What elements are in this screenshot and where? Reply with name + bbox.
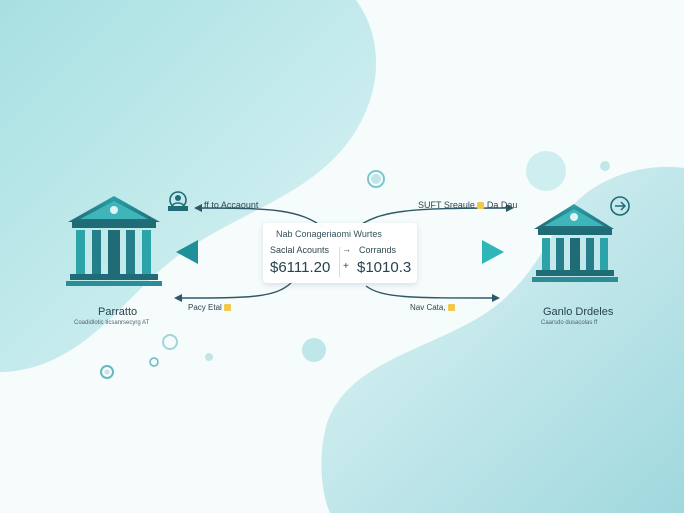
arrowhead [506, 204, 514, 212]
bubble [162, 334, 178, 350]
flow-connector [179, 281, 293, 299]
card-sign: + [343, 261, 349, 272]
card-title: Nab Conageriaomi Wurtes [276, 229, 382, 239]
transfer-card[interactable]: Nab Conageriaomi Wurtes Saclal Acounts →… [263, 223, 417, 283]
card-right-amount: $1010.3 [357, 259, 412, 276]
bubble [302, 338, 326, 362]
background-blob-left [0, 0, 377, 372]
card-left-amount: $6111.20 [270, 259, 331, 276]
left-bank-subtitle: Coadidlotic ticsanrsecyrg AT [74, 320, 150, 326]
flow-connector [355, 207, 509, 229]
bubble [100, 365, 114, 379]
right-bank-subtitle: Caarsdo dusacolas ff [541, 320, 598, 326]
top-left-label: ff to Accaount [204, 200, 259, 210]
user-icon [168, 191, 188, 211]
right-bank-name: Ganlo Drdeles [543, 306, 614, 318]
background-circle-top-right [526, 151, 566, 191]
bubble [600, 161, 610, 171]
status-badge [224, 304, 232, 312]
status-badge [447, 304, 455, 312]
left-bank-name: Parratto [98, 306, 138, 318]
card-right-label: Corrands [359, 245, 397, 255]
arrowhead [174, 294, 182, 302]
bubble [371, 174, 381, 184]
arrow-right-icon [420, 240, 504, 264]
bottom-left-label: Pacy Etal [188, 303, 232, 312]
bank-icon [532, 204, 618, 282]
status-badge [477, 202, 485, 210]
bottom-right-label: Nav Cata, [410, 303, 455, 312]
flow-connector [365, 285, 495, 299]
card-arrow: → [342, 244, 351, 254]
card-divider [339, 247, 340, 277]
top-right-label: SUFT Sreaule Da Dau [418, 200, 518, 210]
bank-icon [66, 196, 162, 286]
arrow-left-icon [176, 240, 260, 264]
currency-exchange-icon [610, 196, 630, 216]
arrowhead [492, 294, 500, 302]
arrowhead [194, 204, 202, 212]
flow-connector [199, 207, 325, 229]
bubble [149, 357, 159, 367]
bubble [367, 170, 385, 188]
bubble [104, 369, 110, 375]
bubble [205, 353, 213, 361]
card-left-label: Saclal Acounts [270, 245, 330, 255]
background-blob-right [321, 166, 684, 513]
